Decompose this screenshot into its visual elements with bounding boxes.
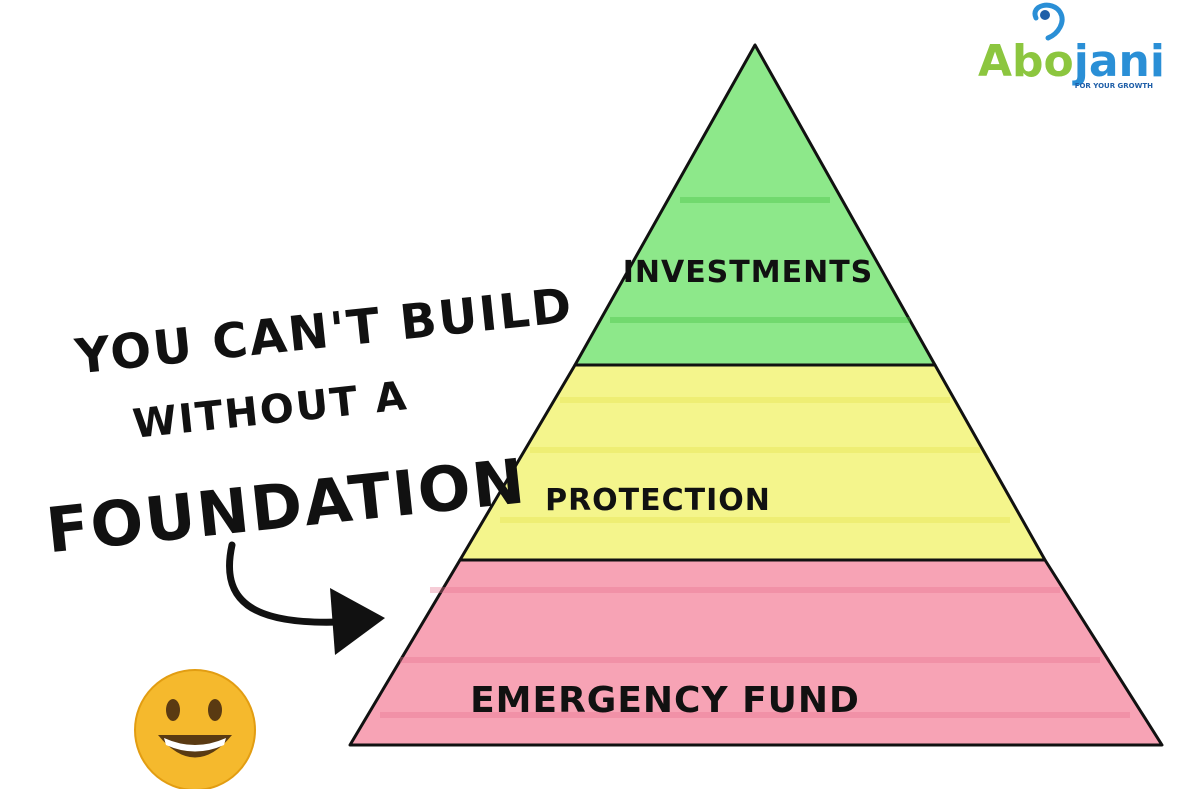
pyramid: INVESTMENTS PROTECTION EMERGENCY FUND [348,43,1164,747]
marker-texture [380,197,1130,718]
smiley-emoji-icon [134,669,256,789]
tier-label-investments: INVESTMENTS [623,255,874,290]
curved-arrow-icon [225,541,385,655]
tier-protection [458,363,1047,562]
tier-emergency-fund [348,558,1164,747]
tier-label-protection: PROTECTION [545,483,771,518]
caption-line-2: WITHOUT A [131,373,411,448]
caption-line-1: YOU CAN'T BUILD [72,277,576,385]
logo-tagline: FOR YOUR GROWTH [1075,82,1153,90]
caption-line-3: FOUNDATION [43,444,530,567]
logo-part-1: Abojani [978,36,1165,87]
abojani-logo: Abojani FOR YOUR GROWTH [978,2,1165,90]
tier-label-emergency-fund: EMERGENCY FUND [470,680,860,721]
